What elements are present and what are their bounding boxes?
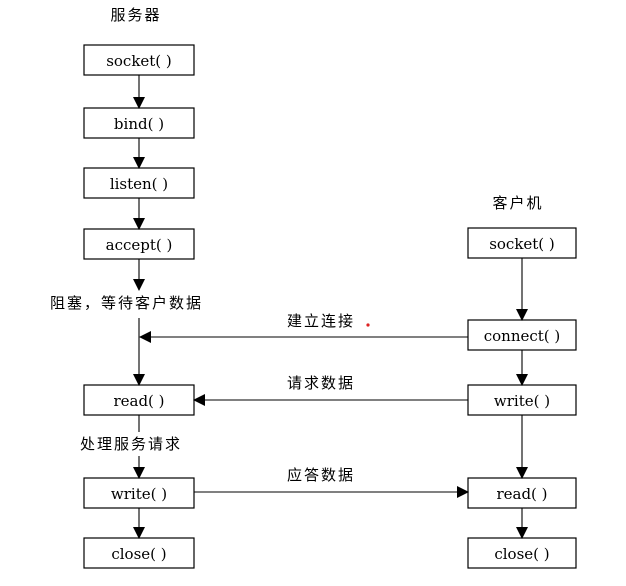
- client-close-box: close( ): [467, 537, 577, 569]
- request-data-label: 请求数据: [287, 374, 355, 392]
- server-close-box: close( ): [83, 537, 195, 569]
- server-listen-label: listen( ): [110, 175, 168, 193]
- server-write-box: write( ): [83, 477, 195, 509]
- client-title: 客户机: [492, 194, 543, 212]
- client-connect-label: connect( ): [484, 327, 561, 345]
- client-write-label: write( ): [494, 392, 550, 410]
- server-listen-box: listen( ): [83, 167, 195, 199]
- client-write-box: write( ): [467, 384, 577, 416]
- server-socket-label: socket( ): [106, 52, 172, 70]
- server-accept-label: accept( ): [106, 236, 173, 254]
- server-processing-note: 处理服务请求: [80, 435, 182, 453]
- client-connect-box: connect( ): [467, 319, 577, 351]
- red-dot-mark: [366, 323, 370, 327]
- server-socket-box: socket( ): [83, 44, 195, 76]
- client-read-box: read( ): [467, 477, 577, 509]
- server-write-label: write( ): [111, 485, 167, 503]
- client-socket-label: socket( ): [489, 235, 555, 253]
- reply-data-label: 应答数据: [287, 466, 355, 484]
- server-accept-box: accept( ): [83, 228, 195, 260]
- server-read-label: read( ): [113, 392, 164, 410]
- server-title: 服务器: [110, 6, 161, 24]
- server-bind-box: bind( ): [83, 107, 195, 139]
- client-read-label: read( ): [496, 485, 547, 503]
- server-blocking-note: 阻塞，等待客户数据: [50, 294, 203, 312]
- server-read-box: read( ): [83, 384, 195, 416]
- establish-connection-label: 建立连接: [287, 312, 355, 330]
- server-bind-label: bind( ): [114, 115, 164, 133]
- client-socket-box: socket( ): [467, 227, 577, 259]
- server-close-label: close( ): [111, 545, 166, 563]
- client-close-label: close( ): [494, 545, 549, 563]
